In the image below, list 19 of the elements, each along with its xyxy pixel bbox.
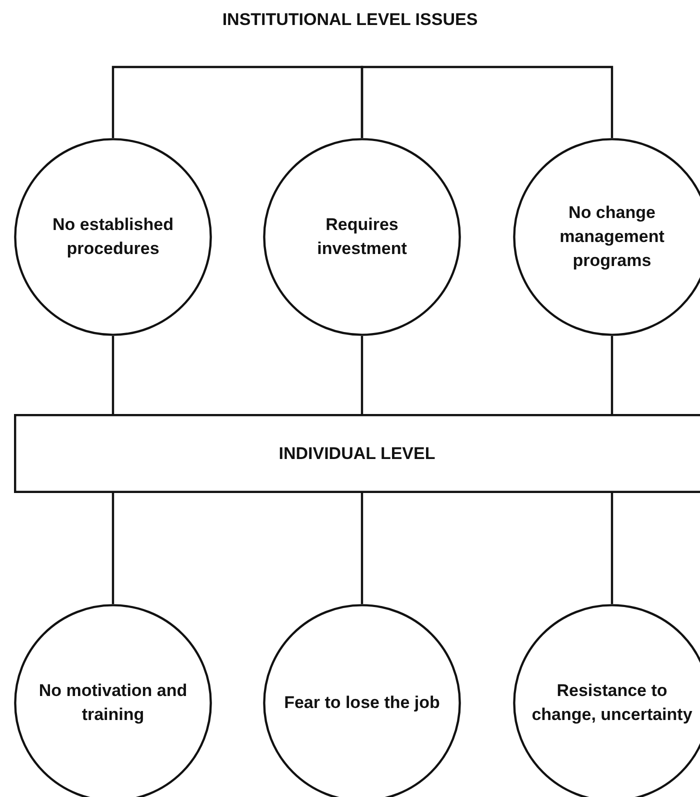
connector-line bbox=[610, 493, 614, 604]
diagram-title: INSTITUTIONAL LEVEL ISSUES bbox=[221, 10, 479, 30]
connector-line bbox=[112, 66, 364, 138]
node-label: No established procedures bbox=[52, 214, 174, 260]
issue-circle bbox=[14, 138, 212, 336]
connector-line bbox=[610, 336, 614, 414]
connector-line bbox=[360, 66, 614, 138]
issue-circle bbox=[263, 138, 461, 336]
connector-line bbox=[112, 493, 114, 604]
node-label: Requires investment bbox=[316, 214, 408, 260]
node-label: INDIVIDUAL LEVEL bbox=[278, 442, 436, 465]
node-label: No motivation and training bbox=[38, 680, 188, 726]
connector-line bbox=[112, 336, 114, 414]
connector-line bbox=[360, 493, 364, 604]
node-label: No change management programs bbox=[558, 202, 666, 272]
level-band bbox=[14, 414, 700, 493]
connector-line bbox=[360, 336, 364, 414]
node-label: Fear to lose the job bbox=[284, 692, 440, 714]
node-label: Resistance to change, uncertainty bbox=[530, 680, 694, 726]
